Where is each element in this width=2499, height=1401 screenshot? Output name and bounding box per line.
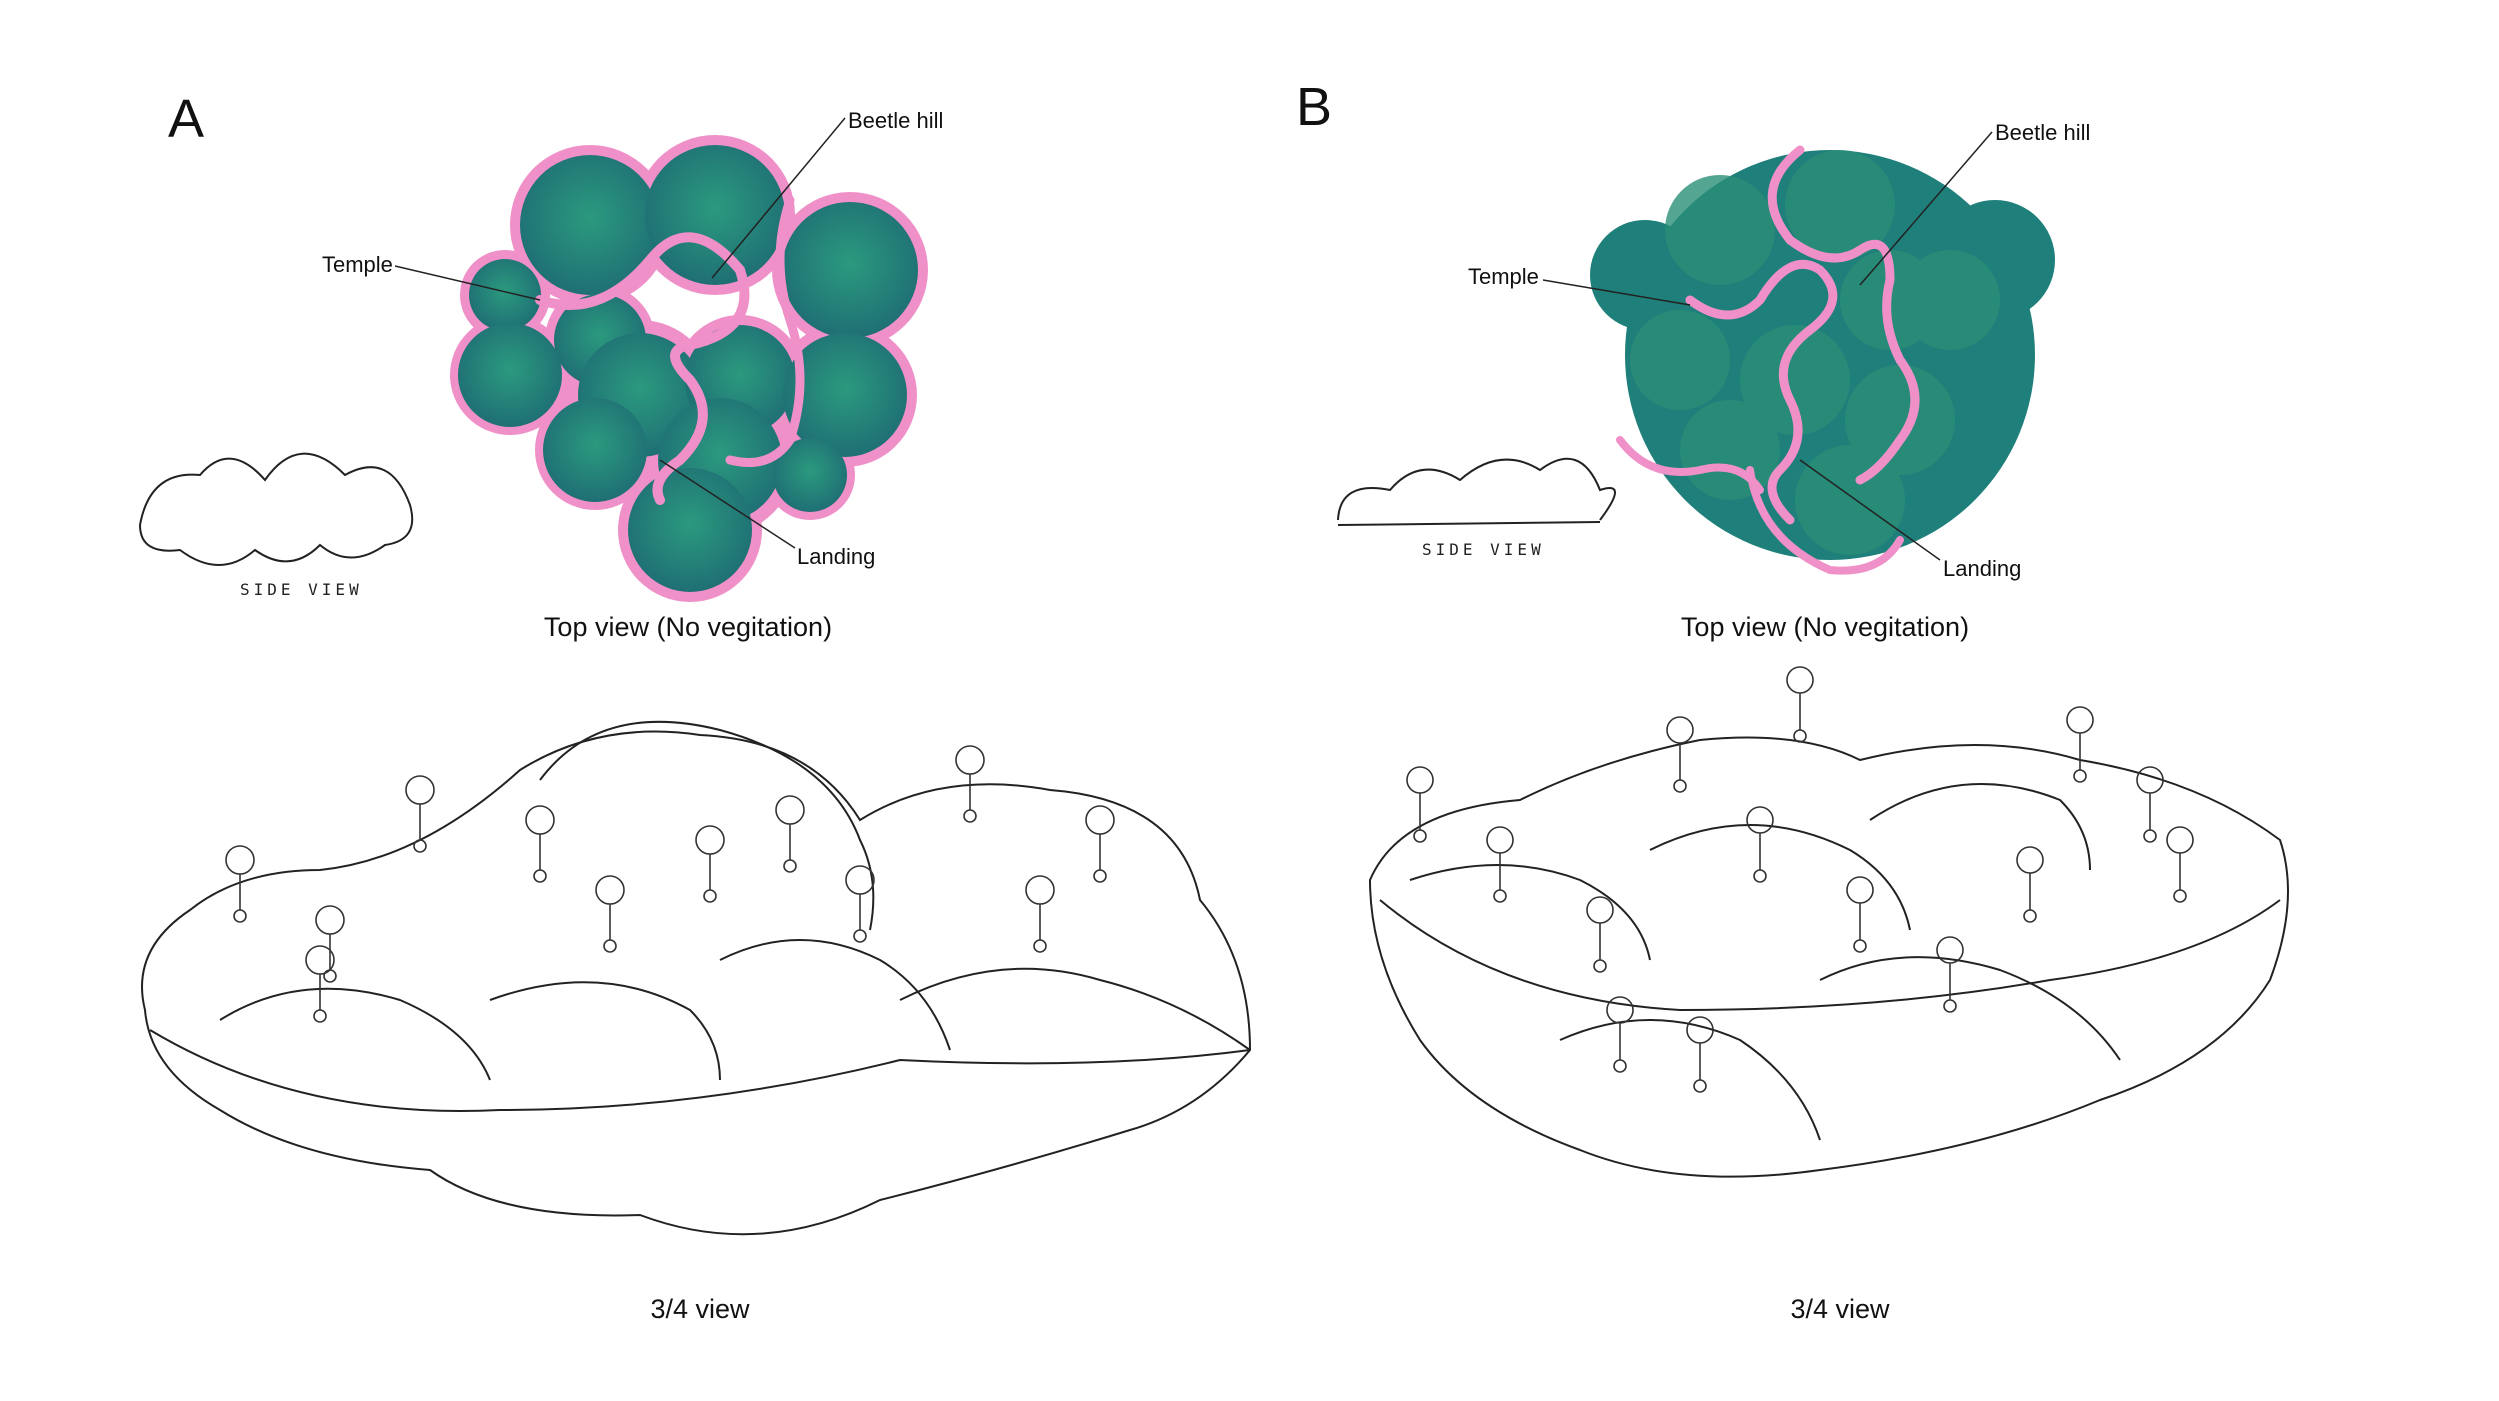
panel-a-side-view-label: SIDE VIEW: [240, 580, 363, 599]
panel-b-landing-label: Landing: [1943, 556, 2022, 581]
panel-a-letter: A: [168, 89, 205, 149]
panel-a-top-caption: Top view (No vegitation): [543, 612, 833, 642]
panel-b-temple-label: Temple: [1468, 264, 1539, 289]
panel-b-beetle-hill-label: Beetle hill: [1995, 120, 2091, 145]
panel-a-top-view: [394, 117, 928, 602]
panel-a-beetle-hill-label: Beetle hill: [848, 108, 944, 133]
panel-a-side-view-sketch: [138, 452, 414, 566]
panel-a-temple-label: Temple: [322, 252, 393, 277]
panel-a-landing-label: Landing: [797, 544, 876, 569]
panel-b-vegetation: [1406, 666, 2194, 1093]
panel-b-three-quarter-sketch: [1368, 736, 2289, 1178]
panel-a-bottom-caption: 3/4 view: [650, 1294, 750, 1324]
panel-b-letter: B: [1296, 77, 1333, 137]
panel-a-three-quarter-sketch: [141, 720, 1252, 1236]
panel-b-top-view: [1542, 131, 2055, 575]
panel-a-vegetation: [225, 745, 1115, 1023]
panel-b-top-caption: Top view (No vegitation): [1680, 612, 1970, 642]
panel-b-side-view-sketch: [1337, 457, 1616, 526]
panel-b-side-view-label: SIDE VIEW: [1422, 540, 1545, 559]
panel-b-bottom-caption: 3/4 view: [1790, 1294, 1890, 1324]
